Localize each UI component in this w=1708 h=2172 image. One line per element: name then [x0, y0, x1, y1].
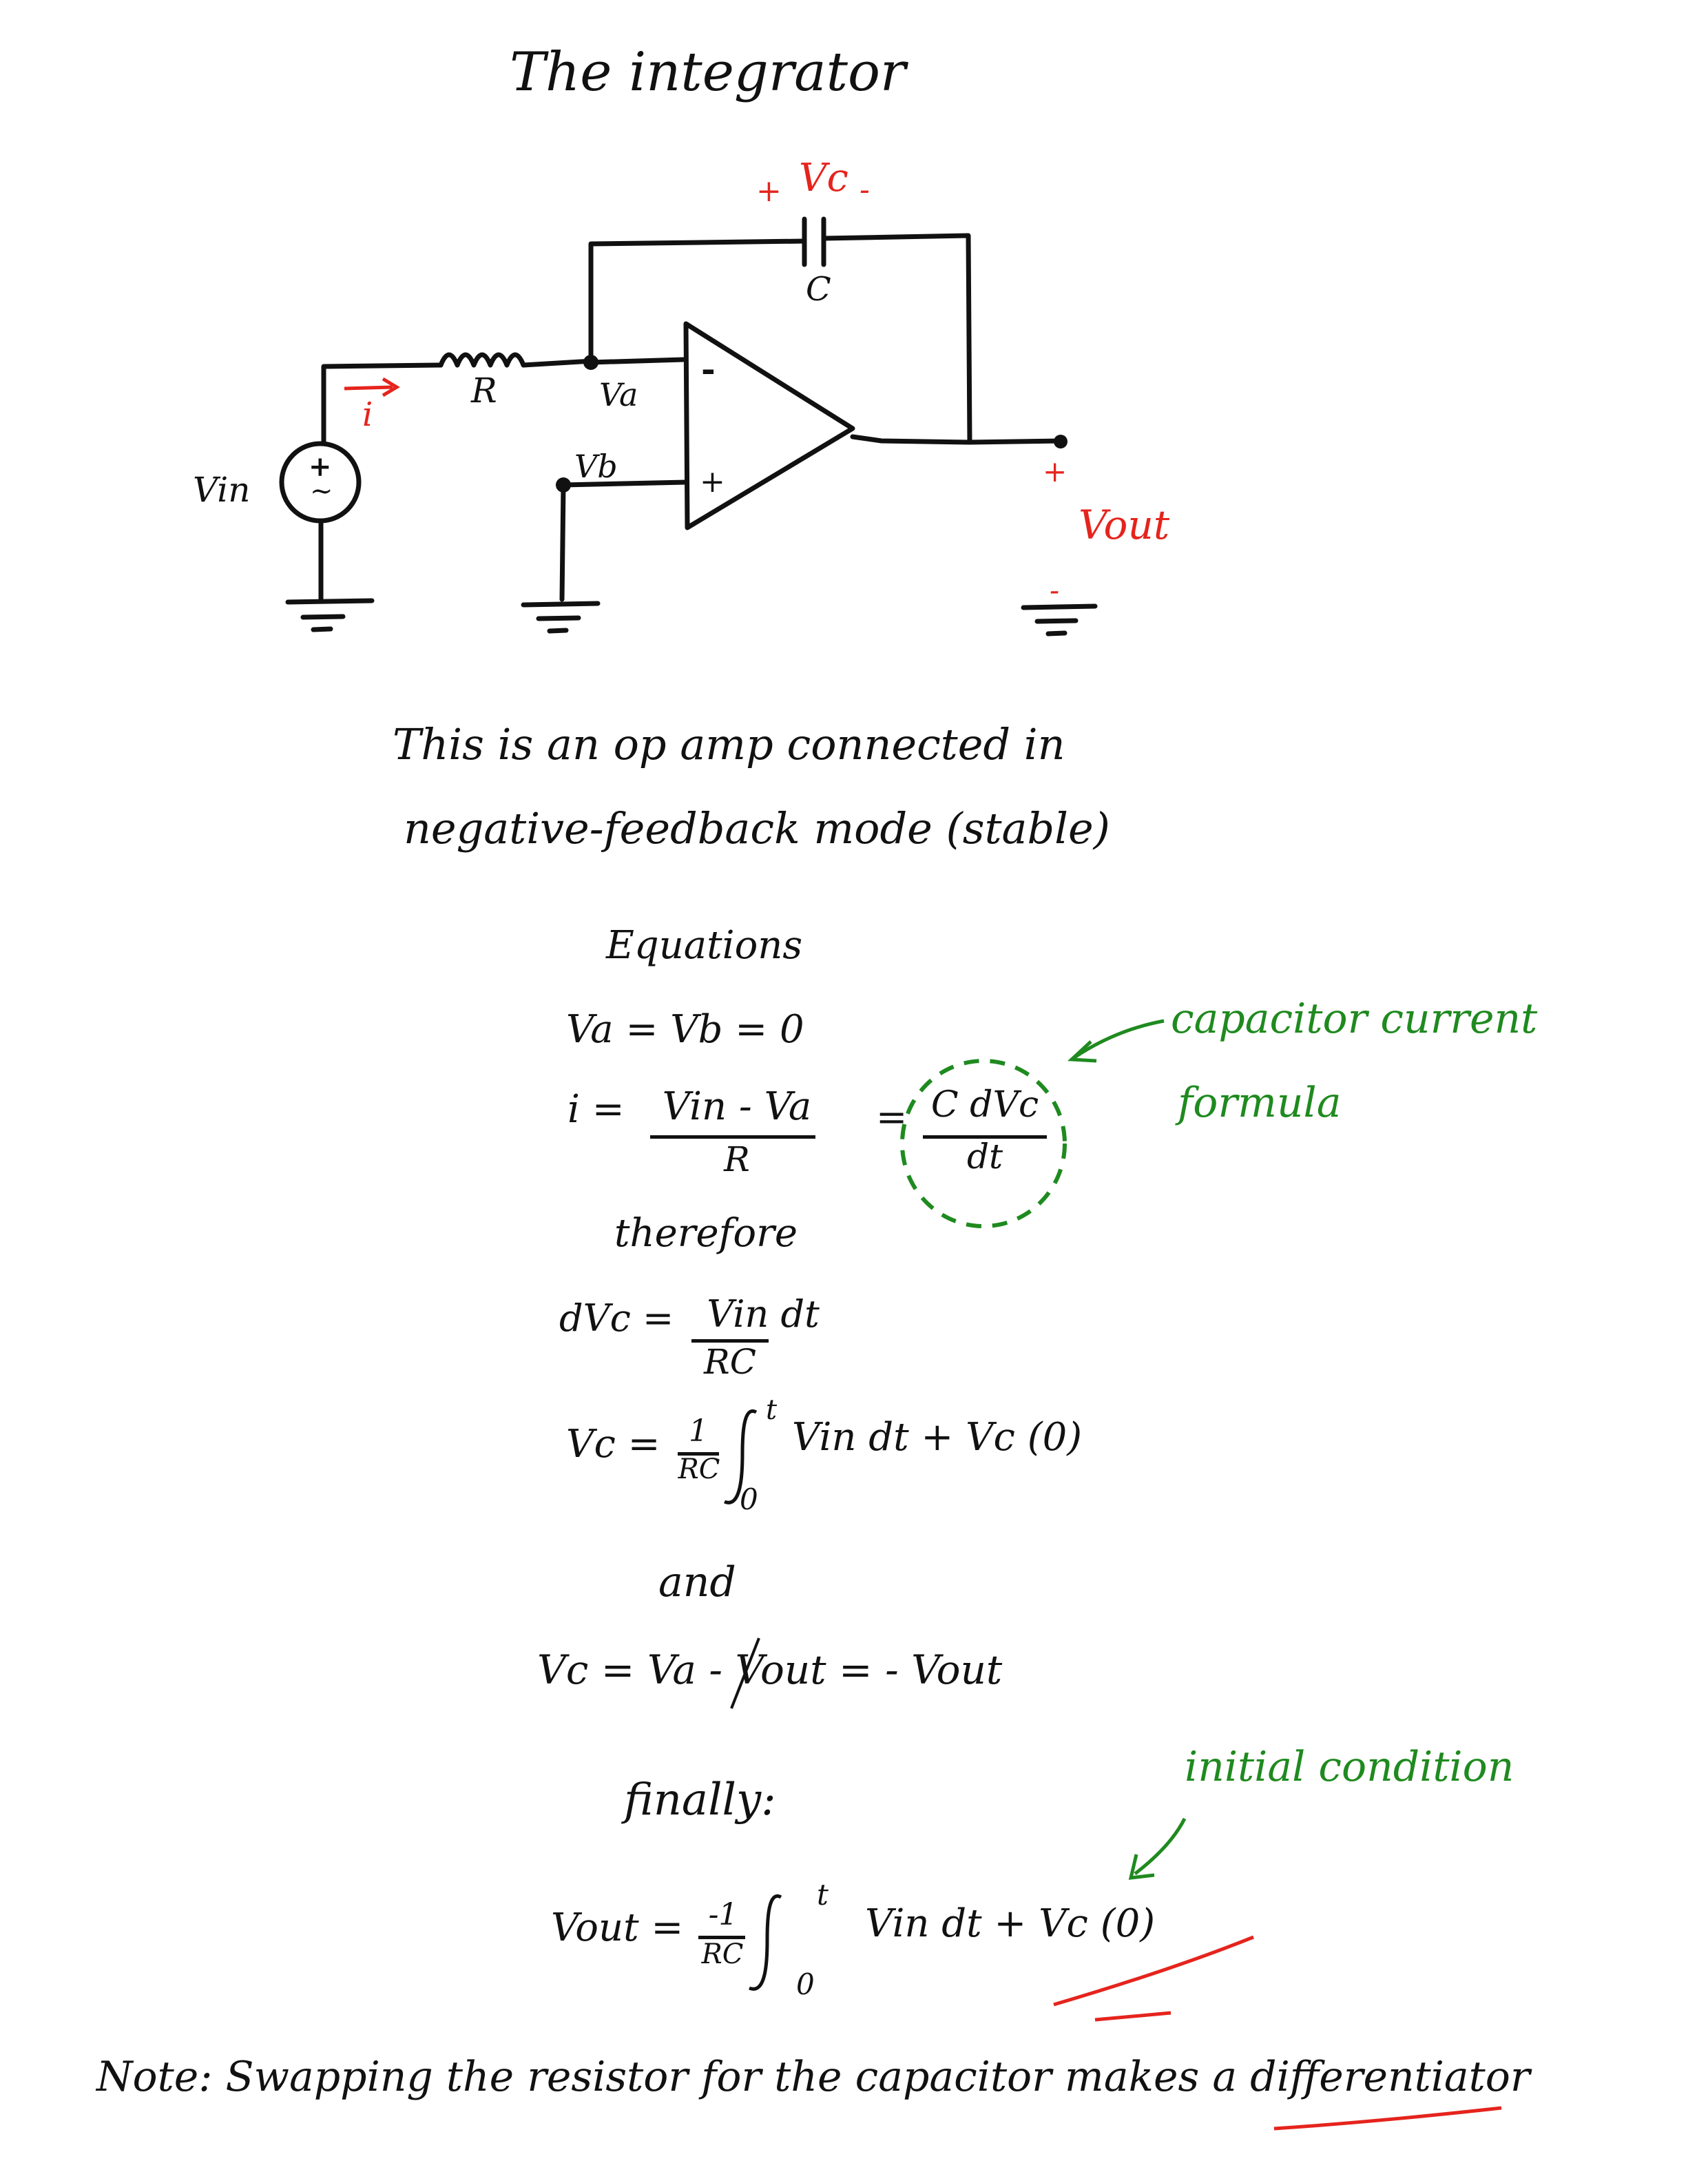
- opamp-triangle: [683, 321, 855, 530]
- integral-sign-icon-1: [724, 1409, 758, 1504]
- vout-minus-label: -: [1050, 573, 1060, 607]
- source-plus-sign: +: [309, 451, 332, 483]
- fraction-bar: [923, 1135, 1047, 1139]
- ground-symbol-plus: [521, 601, 601, 634]
- equation-vout-denominator: RC: [701, 1938, 744, 1970]
- page-title: The integrator: [510, 41, 906, 103]
- plus-input-wire: [559, 479, 689, 602]
- feedback-wire-right: [821, 233, 972, 445]
- integral-lower-limit: 0: [796, 1967, 815, 2001]
- fraction-bar: [678, 1452, 719, 1456]
- equation-current-numerator: Vin - Va: [662, 1084, 812, 1129]
- vout-plus-label: +: [1043, 455, 1068, 488]
- annotation-arrow-icon: [1073, 1019, 1165, 1059]
- vout-label: Vout: [1079, 501, 1170, 548]
- integral-lower-limit: 0: [740, 1482, 758, 1516]
- description-line-2: negative-feedback mode (stable): [404, 803, 1110, 854]
- minus-input-sign: -: [701, 349, 716, 389]
- capacitor-note-line-2: formula: [1178, 1079, 1342, 1127]
- feedback-wire-left: [588, 238, 807, 364]
- fraction-bar: [650, 1135, 815, 1139]
- capacitor-formula-numerator: C dVc: [930, 1084, 1039, 1126]
- description-line-1: This is an op amp connected in: [393, 719, 1065, 769]
- equation-vc-vout: Vc = Va - Vout = - Vout: [537, 1646, 1003, 1693]
- source-tilde-icon: ~: [310, 475, 333, 507]
- equation-dvc-lhs: dVc =: [559, 1296, 674, 1340]
- integral-upper-limit: t: [766, 1394, 778, 1426]
- fraction-bar: [691, 1339, 769, 1343]
- equation-dvc-numerator: Vin dt: [707, 1292, 820, 1336]
- input-wire: [321, 362, 444, 446]
- current-arrow-icon: [344, 385, 393, 391]
- fraction-bar: [698, 1936, 745, 1939]
- capacitor-note-line-1: capacitor current: [1171, 995, 1538, 1043]
- equation-vc-lhs: Vc =: [566, 1422, 660, 1467]
- equation-vout-numerator: -1: [708, 1897, 738, 1932]
- differentiator-underline: [1273, 2106, 1502, 2131]
- node-b-dot: [556, 477, 571, 493]
- initial-condition-arrow-icon: [1134, 1817, 1187, 1875]
- integral-sign-icon-2: [749, 1894, 782, 1991]
- vout-wire: [967, 438, 1062, 445]
- footer-note: Note: Swapping the resistor for the capa…: [96, 2053, 1530, 2101]
- annotation-arrowhead-icon: [1067, 1040, 1097, 1063]
- minus-input-wire: [588, 357, 686, 365]
- vout-terminal: [1054, 435, 1068, 448]
- equation-vc-denominator: RC: [678, 1454, 720, 1485]
- equation-current-denominator: R: [724, 1139, 750, 1179]
- equations-heading: Equations: [606, 923, 803, 968]
- cancel-slash: [730, 1637, 760, 1709]
- therefore-label: therefore: [614, 1211, 798, 1256]
- ground-symbol-output: [1021, 603, 1098, 637]
- equation-dvc-denominator: RC: [704, 1342, 756, 1382]
- resistor-symbol: [438, 352, 595, 368]
- result-underline-2: [1094, 2011, 1171, 2022]
- and-label: and: [658, 1558, 736, 1606]
- equation-vc-rest: Vin dt + Vc (0): [792, 1415, 1083, 1460]
- result-underline-1: [1053, 1935, 1254, 2007]
- equation-vout-lhs: Vout =: [551, 1905, 684, 1950]
- resistor-label: R: [471, 371, 497, 411]
- initial-condition-note: initial condition: [1185, 1743, 1514, 1791]
- node-a-label: Va: [599, 376, 638, 413]
- plus-input-sign: +: [700, 464, 725, 499]
- finally-label: finally:: [624, 1775, 776, 1825]
- equation-current-lhs: i =: [567, 1087, 625, 1132]
- dashed-highlight-circle: [900, 1059, 1067, 1228]
- capacitor-label: C: [806, 270, 831, 309]
- current-label: i: [362, 395, 373, 434]
- current-arrowhead-icon: [382, 377, 400, 397]
- integral-upper-limit: t: [817, 1878, 829, 1912]
- vc-label: Vc: [799, 156, 848, 200]
- vc-plus-label: +: [756, 174, 782, 209]
- source-label: Vin: [193, 470, 251, 510]
- initial-condition-arrowhead-icon: [1128, 1854, 1155, 1880]
- equation-vc-numerator: 1: [689, 1414, 708, 1449]
- equation-va-vb: Va = Vb = 0: [566, 1007, 804, 1052]
- ground-symbol-source: [285, 598, 375, 632]
- equation-vout-rest: Vin dt + Vc (0): [865, 1901, 1156, 1946]
- equation-current-equals: =: [876, 1095, 908, 1139]
- vc-minus-label: -: [860, 172, 870, 207]
- node-b-label: Vb: [574, 448, 618, 485]
- capacitor-formula-denominator: dt: [966, 1137, 1003, 1177]
- output-wire: [850, 434, 972, 445]
